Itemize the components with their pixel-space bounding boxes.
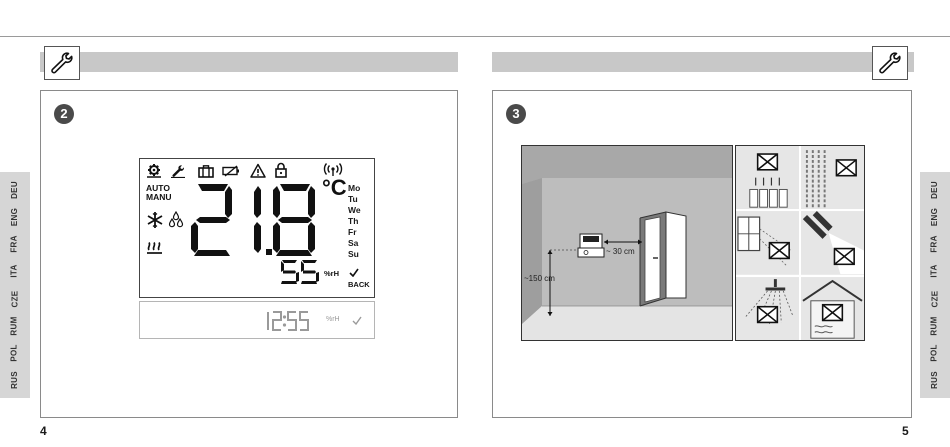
language-tab-fra: FRA (10, 235, 19, 253)
language-tab-cze: CZE (930, 290, 939, 308)
language-tab-ita: ITA (929, 264, 939, 278)
weekday-su: Su (348, 249, 359, 259)
panel-display: 2 AUTO MANU (40, 90, 458, 418)
language-tab-eng: ENG (10, 207, 19, 226)
language-tab-pol: POL (9, 344, 19, 362)
section-header-bar-left (40, 52, 458, 72)
avoid-sunlight-cell (801, 211, 864, 275)
mode-manu-label: MANU (146, 192, 172, 202)
snowflake-icon (147, 212, 163, 228)
avoid-radiator-cell (736, 146, 799, 210)
weekday-mo: Mo (348, 183, 361, 193)
avoid-window-cell (736, 211, 799, 275)
weekday-th: Th (348, 216, 359, 226)
humidity-segment-display (281, 260, 319, 284)
language-tabs-left: DEU ENG FRA ITA CZE RUM POL RUS (0, 172, 30, 398)
holiday-suitcase-icon (198, 165, 214, 178)
language-tab-rum: RUM (930, 316, 939, 336)
language-tab-cze: CZE (10, 290, 19, 308)
language-tab-rus: RUS (9, 371, 19, 390)
section-header-bar-right (492, 52, 914, 72)
language-tabs-right: DEU ENG FRA ITA CZE RUM POL RUS (920, 172, 950, 398)
weekday-we: We (348, 205, 361, 215)
clock-segment-display (267, 311, 309, 331)
wrench-icon (44, 46, 80, 80)
clock-humidity-unit: %rH (326, 316, 340, 323)
language-tab-deu: DEU (9, 180, 19, 199)
weekday-sa: Sa (348, 238, 359, 248)
avoid-locations-grid (735, 145, 865, 341)
top-rule (0, 36, 950, 37)
avoid-curtain-cell (801, 146, 864, 210)
page-number-left: 4 (40, 424, 47, 438)
lcd-display: AUTO MANU (139, 158, 375, 298)
language-tab-deu: DEU (929, 180, 939, 199)
language-tab-pol: POL (929, 344, 939, 362)
heating-icon (147, 242, 162, 254)
service-wrench-icon (171, 165, 185, 178)
wireless-signal-icon (323, 163, 343, 176)
mode-auto-label: AUTO (146, 183, 170, 193)
temperature-unit: °C (322, 175, 347, 200)
language-tab-fra: FRA (930, 235, 939, 253)
language-tab-eng: ENG (930, 207, 939, 226)
warning-icon (250, 163, 266, 178)
wrench-icon (872, 46, 908, 80)
page-number-right: 5 (902, 424, 909, 438)
room-illustration: ~ 30 cm ~150 cm (521, 145, 733, 341)
step-badge: 2 (54, 104, 74, 124)
language-tab-ita: ITA (9, 264, 19, 278)
humidity-unit: %rH (324, 269, 340, 278)
avoid-shower-cell (736, 276, 799, 340)
height-label: ~150 cm (524, 274, 555, 283)
language-tab-rus: RUS (929, 371, 939, 390)
language-tab-rum: RUM (10, 316, 19, 336)
side-distance-label: ~ 30 cm (606, 247, 635, 256)
weekday-fr: Fr (348, 227, 357, 237)
battery-empty-icon (222, 165, 239, 177)
weekday-tu: Tu (348, 194, 358, 204)
temperature-segment-display (191, 184, 315, 256)
step-badge: 3 (506, 104, 526, 124)
back-label: BACK (348, 280, 370, 289)
check-icon (349, 268, 359, 277)
avoid-outer-wall-cell (801, 276, 864, 340)
humidity-drops-icon (168, 211, 184, 228)
panel-installation: 3 (492, 90, 912, 418)
settings-gear-icon (147, 164, 161, 178)
lock-icon (275, 162, 287, 178)
secondary-display: %rH (139, 301, 375, 339)
check-icon (352, 316, 362, 325)
